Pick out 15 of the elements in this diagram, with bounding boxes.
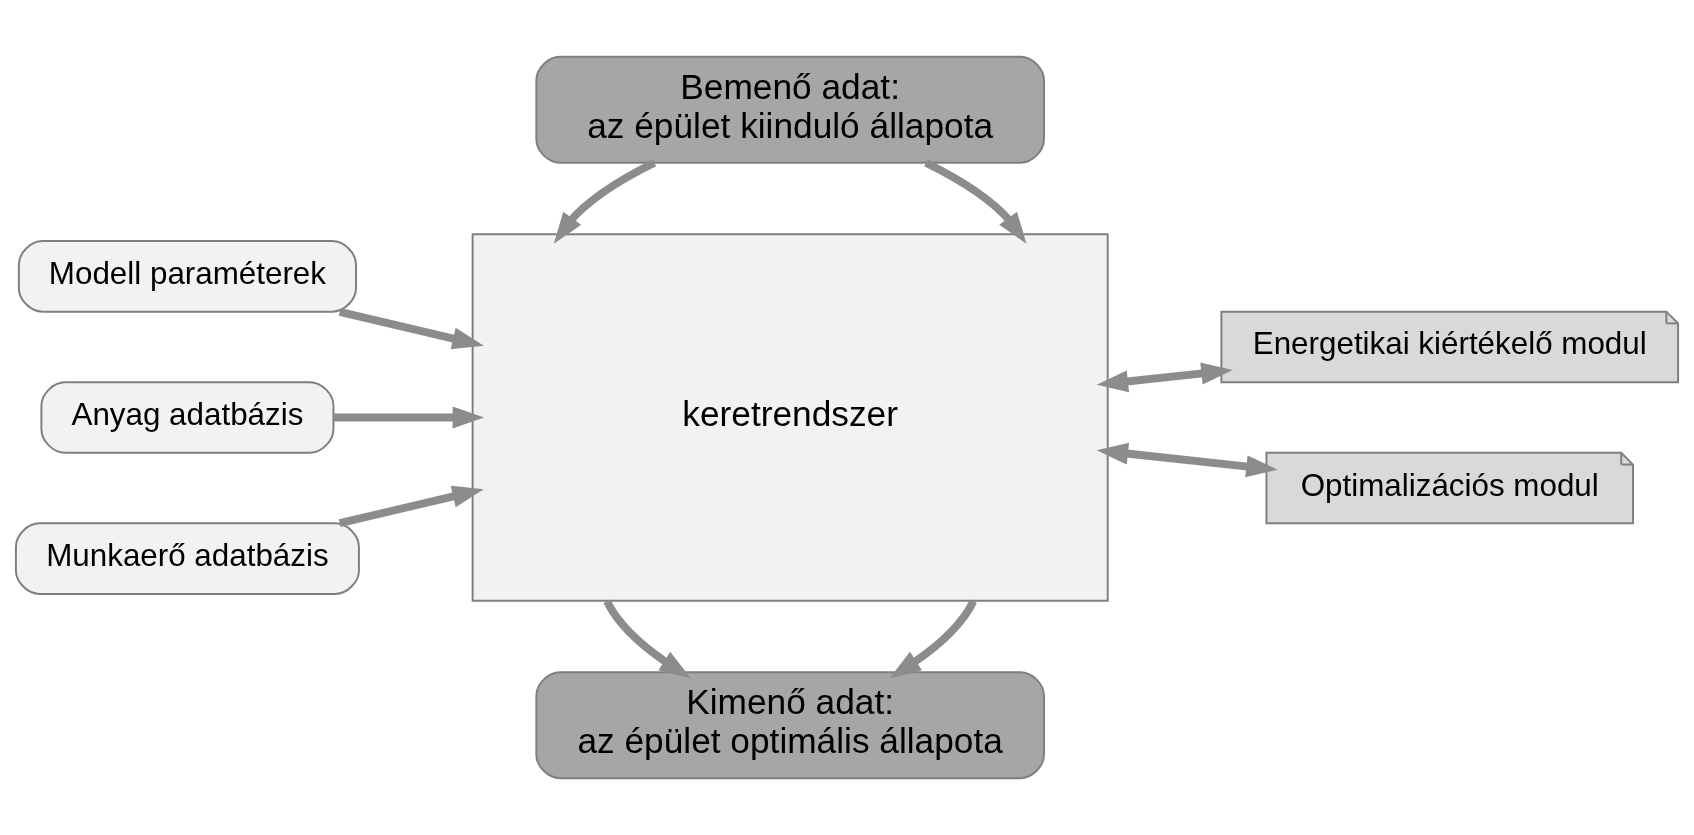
arrow [553,159,657,244]
node-box: Anyag adatbázis [40,381,335,454]
node-box: keretrendszer [471,233,1109,602]
arrow [889,599,977,679]
arrow [333,406,485,429]
arrow [1096,362,1233,393]
arrow [338,485,484,527]
arrow [924,159,1027,244]
node-box: Kimenő adat: az épület optimális állapota [535,671,1045,780]
node-box: Modell paraméterek [17,240,357,313]
arrow [338,308,484,350]
node-box: Bemenő adat: az épület kiinduló állapota [535,55,1045,164]
node-box: Munkaerő adatbázis [14,522,360,595]
arrow [1096,442,1278,478]
arrow [603,599,691,679]
